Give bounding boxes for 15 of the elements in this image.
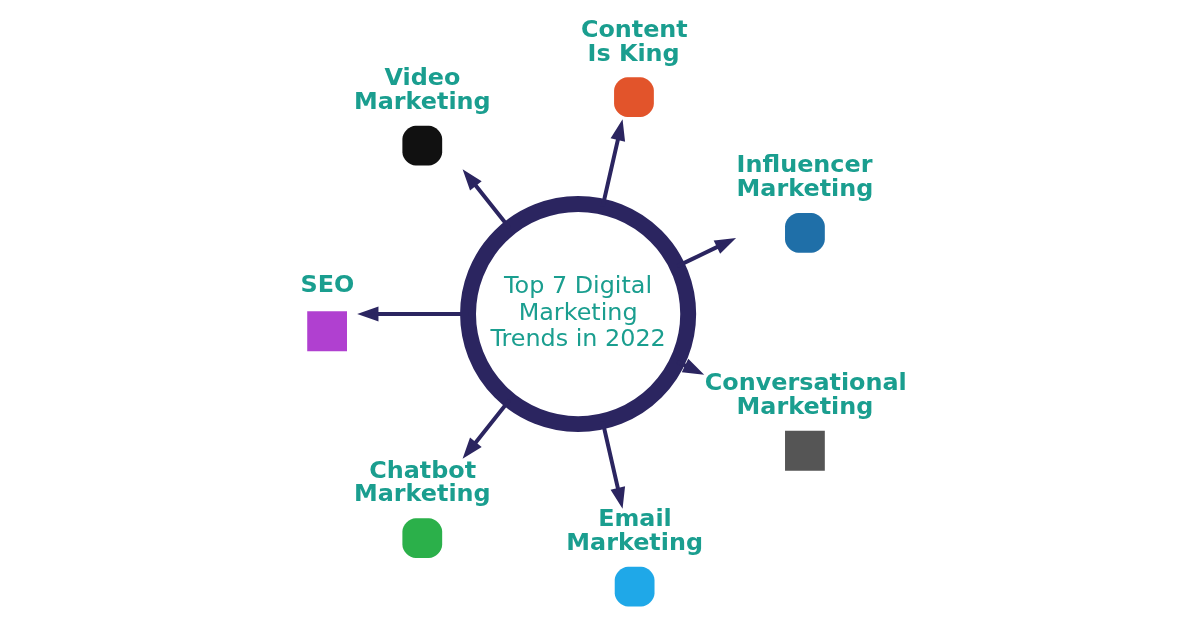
node-box [306,311,347,352]
node-box [784,430,825,471]
node-label: Email Marketing [565,504,703,556]
node-circle [784,213,825,253]
node-label: Chatbot Marketing [353,455,491,508]
node-label: SEO [300,269,354,298]
node-circle [614,566,654,607]
node-label: Content Is King [580,14,688,67]
node-circle: Top 7 Digital Marketing Trends in 2022 [459,195,696,433]
node-label: Conversational Marketing [704,368,907,421]
node-circle [613,77,654,118]
node-circle [401,518,442,558]
node-label: Influencer Marketing [736,150,873,203]
node-circle [401,125,442,166]
node-label: Video Marketing [353,63,491,116]
